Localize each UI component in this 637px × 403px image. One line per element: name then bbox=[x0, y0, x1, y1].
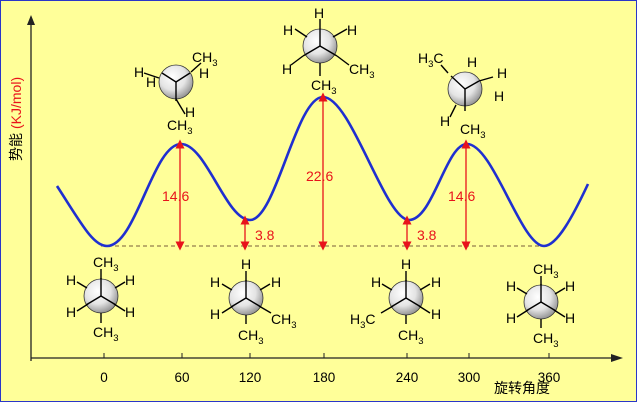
group-h: H bbox=[66, 272, 76, 288]
group-ch3: CH3 bbox=[238, 327, 264, 347]
group-h: H bbox=[506, 278, 516, 294]
group-h: H bbox=[371, 274, 381, 290]
bonds bbox=[516, 276, 566, 328]
group-h: H bbox=[283, 22, 293, 38]
group-h: H bbox=[210, 306, 220, 322]
group-h: H bbox=[440, 113, 450, 129]
group-h: H bbox=[347, 22, 357, 38]
group-h: H bbox=[314, 5, 324, 21]
barrier-value-120: 3.8 bbox=[255, 227, 275, 243]
bonds bbox=[76, 269, 126, 323]
barrier-value-300: 14.6 bbox=[448, 188, 475, 204]
newman-300: H3C H H H H CH3 bbox=[418, 50, 507, 141]
x-tick-60: 60 bbox=[174, 370, 189, 385]
newman-60: H H H H CH3 CH3 bbox=[134, 49, 218, 137]
x-tick-360: 360 bbox=[538, 370, 561, 385]
group-ch3: CH3 bbox=[533, 330, 559, 350]
x-tick-120: 120 bbox=[239, 370, 262, 385]
newman-360: CH3 H H H H CH3 bbox=[506, 261, 575, 350]
group-h: H bbox=[199, 65, 209, 81]
group-h: H bbox=[66, 304, 76, 320]
x-tick-240: 240 bbox=[396, 370, 419, 385]
group-h: H bbox=[185, 104, 195, 120]
y-axis-label: 势能(KJ/mol) bbox=[8, 77, 25, 161]
group-ch3: CH3 bbox=[398, 327, 424, 347]
bonds bbox=[290, 19, 350, 76]
group-h: H bbox=[146, 74, 156, 90]
barrier-value-240: 3.8 bbox=[417, 227, 437, 243]
group-ch3-left: H3C bbox=[350, 311, 376, 331]
group-ch3: CH3 bbox=[311, 77, 337, 97]
bonds bbox=[143, 62, 202, 115]
y-axis-arrow bbox=[27, 15, 35, 25]
bonds bbox=[380, 271, 431, 324]
bonds bbox=[221, 271, 272, 324]
group-h: H bbox=[125, 272, 135, 288]
group-h: H bbox=[467, 54, 477, 70]
group-h: H bbox=[565, 278, 575, 294]
newman-240: H H H H H3C CH3 bbox=[350, 256, 441, 347]
group-h: H bbox=[431, 306, 441, 322]
group-ch3: CH3 bbox=[93, 254, 119, 274]
group-ch3: CH3 bbox=[93, 324, 119, 344]
group-h: H bbox=[271, 274, 281, 290]
group-ch3: CH3 bbox=[167, 117, 193, 137]
x-axis-title: 旋转角度 bbox=[494, 381, 550, 397]
x-tick-0: 0 bbox=[100, 370, 108, 385]
x-tick-labels: 0 60 120 180 240 300 360 bbox=[100, 353, 560, 385]
energy-arrows bbox=[175, 92, 471, 251]
group-h: H bbox=[497, 65, 507, 81]
bonds bbox=[440, 64, 494, 118]
group-h: H bbox=[241, 256, 251, 272]
group-h: H bbox=[134, 64, 144, 80]
barrier-value-180: 22.6 bbox=[306, 168, 333, 184]
group-ch3: CH3 bbox=[533, 261, 559, 281]
group-h: H bbox=[125, 304, 135, 320]
barrier-value-60: 14.6 bbox=[162, 188, 189, 204]
newman-0: CH3 H H H H CH3 bbox=[66, 254, 135, 344]
group-h: H bbox=[401, 256, 411, 272]
group-h: H bbox=[431, 274, 441, 290]
group-ch3: CH3 bbox=[192, 49, 218, 69]
group-ch3: CH3 bbox=[271, 311, 297, 331]
group-h: H bbox=[210, 274, 220, 290]
group-h: H bbox=[506, 310, 516, 326]
group-h: H bbox=[565, 310, 575, 326]
x-axis-arrow bbox=[611, 354, 623, 362]
group-h: H bbox=[494, 88, 504, 104]
x-tick-180: 180 bbox=[313, 370, 336, 385]
x-tick-300: 300 bbox=[458, 370, 481, 385]
group-ch3: CH3 bbox=[349, 61, 375, 81]
group-h: H bbox=[282, 61, 292, 77]
newman-180: H H H H CH3 CH3 bbox=[282, 5, 375, 97]
group-ch3-left: H3C bbox=[418, 50, 444, 70]
newman-120: H H H H CH3 CH3 bbox=[210, 256, 297, 347]
group-ch3: CH3 bbox=[460, 121, 486, 141]
